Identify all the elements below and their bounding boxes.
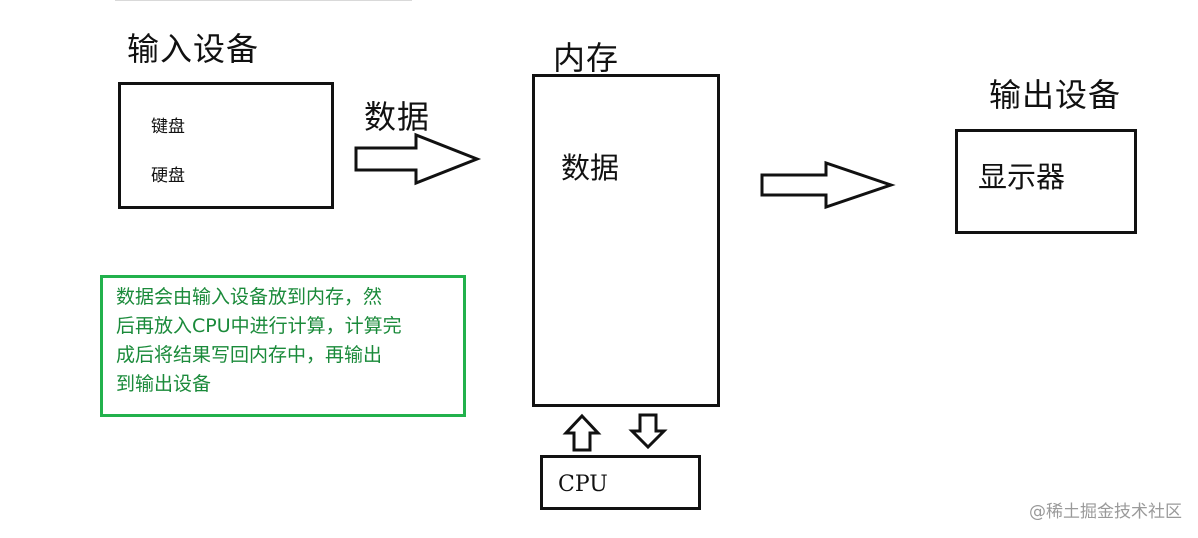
input-item-keyboard: 键盘 [151,117,185,137]
data-arrow-label: 数据 [364,98,431,136]
memory-title: 内存 [553,39,620,77]
memory-data-label: 数据 [561,151,620,185]
output-display-label: 显示器 [978,160,1066,194]
output-device-box: 显示器 [955,129,1137,234]
watermark: @稀土掘金技术社区 [1029,502,1182,522]
right-arrow-icon-2 [760,160,896,210]
right-arrow-icon [354,132,482,186]
explanation-note: 数据会由输入设备放到内存，然 后再放入CPU中进行计算，计算完 成后将结果写回内… [100,275,466,417]
note-line-1: 数据会由输入设备放到内存，然 [116,286,383,308]
up-arrow-icon [562,413,602,452]
output-device-title: 输出设备 [989,76,1122,114]
down-arrow-icon [628,413,668,450]
note-line-4: 到输出设备 [116,373,212,395]
input-device-box: 键盘 硬盘 [118,82,334,209]
cpu-label: CPU [558,472,608,497]
input-item-harddisk: 硬盘 [151,166,185,186]
memory-box: 数据 [532,74,720,407]
note-line-3: 成后将结果写回内存中，再输出 [116,344,383,366]
top-divider [115,0,412,1]
input-device-title: 输入设备 [127,30,260,68]
note-line-2: 后再放入CPU中进行计算，计算完 [116,315,402,337]
cpu-box: CPU [540,455,701,510]
